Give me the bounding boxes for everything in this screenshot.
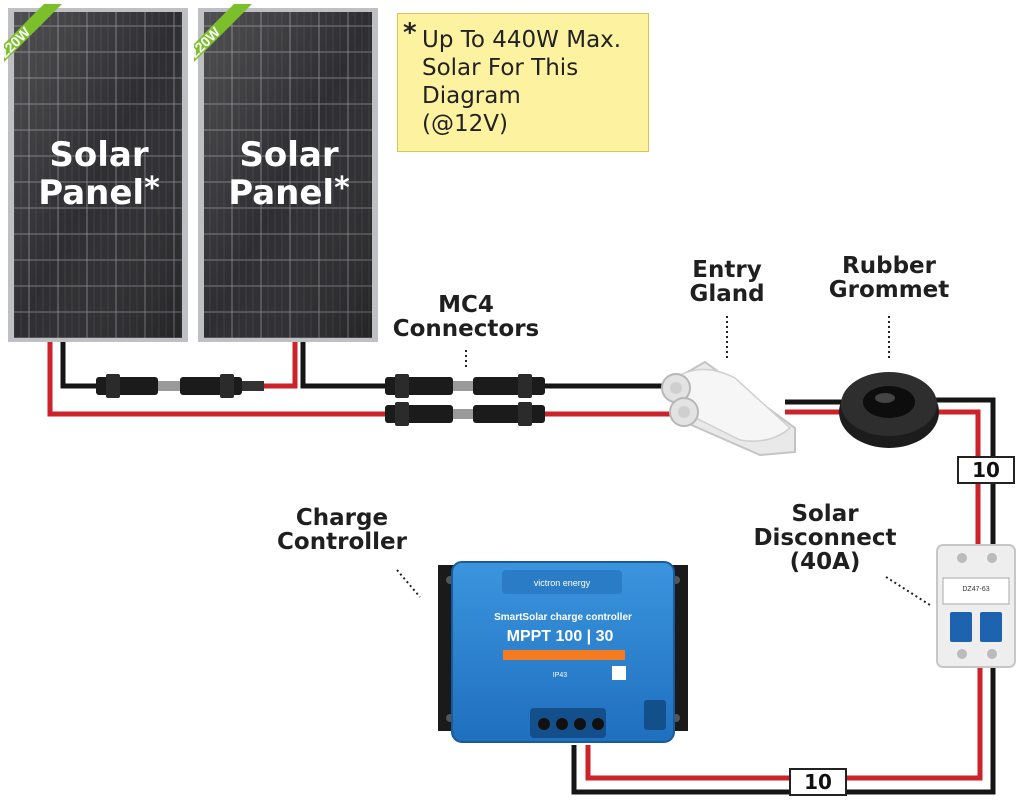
panel1-positive-wire [47, 342, 385, 417]
solar-disconnect-breaker: DZ47-63 [936, 544, 1016, 668]
negative-to-controller [571, 665, 996, 795]
solar-panel-1 [8, 8, 188, 342]
note-line: Up To 440W Max. [422, 27, 622, 53]
max-solar-note: * Up To 440W Max. Solar For This Diagram… [397, 13, 649, 152]
leader-lines [396, 316, 931, 606]
note-asterisk: * [403, 18, 417, 48]
solar-disconnect-label-line1: Solar [791, 501, 859, 527]
charge-controller-label-line2: Controller [277, 529, 407, 556]
negative-to-disconnect [935, 397, 996, 545]
solar-disconnect-label-line3: (40A) [789, 549, 861, 576]
mc4-connector-pair-bottom [385, 402, 545, 426]
rubber-grommet [839, 372, 939, 448]
charge-controller-label: Charge Controller [262, 506, 422, 554]
panel2-negative-wire [300, 342, 385, 389]
entry-gland-label-line1: Entry [692, 257, 762, 283]
controller-model: MPPT 100 | 30 [507, 628, 614, 645]
mc4-connectors-label: MC4 Connectors [376, 293, 556, 341]
wires [47, 342, 996, 795]
note-line: Diagram [422, 83, 521, 109]
charge-controller: victron energy SmartSolar charge control… [438, 561, 688, 743]
solar-panel-1-label: Solar Panel* [24, 136, 174, 212]
solar-disconnect-label: Solar Disconnect (40A) [745, 501, 905, 576]
mc4-label-line1: MC4 [438, 292, 494, 318]
wire-gauge-bottom: 10 [789, 768, 847, 796]
wire-gauge-disconnect: 10 [957, 456, 1015, 484]
mc4-connector-pair-left [96, 374, 264, 398]
charge-controller-label-line1: Charge [295, 505, 389, 531]
solar-disconnect-label-line2: Disconnect [753, 525, 897, 552]
panel2-label-line2: Panel [228, 173, 335, 213]
controller-product-line: SmartSolar charge controller [494, 612, 632, 623]
panel2-asterisk: * [334, 171, 350, 206]
panel2-label-line1: Solar [239, 135, 339, 175]
panel1-label-line1: Solar [49, 135, 149, 175]
rubber-grommet-label-line2: Grommet [828, 277, 950, 304]
positive-to-controller [585, 665, 983, 781]
note-line: Solar For This [422, 55, 579, 81]
note-line: (@12V) [422, 111, 508, 137]
entry-gland [661, 360, 796, 457]
controller-ip-rating: IP43 [553, 672, 568, 679]
rubber-grommet-label-line1: Rubber [842, 253, 936, 279]
entry-gland-label: Entry Gland [662, 258, 792, 306]
panel1-label-line2: Panel [38, 173, 145, 213]
breaker-model-text: DZ47-63 [962, 586, 989, 593]
mc4-connector-pair-top [385, 374, 545, 398]
entry-gland-label-line2: Gland [689, 281, 765, 308]
mc4-label-line2: Connectors [392, 316, 540, 343]
rubber-grommet-label: Rubber Grommet [814, 254, 964, 302]
solar-panel-2-label: Solar Panel* [214, 136, 364, 212]
solar-panel-2 [198, 8, 378, 342]
positive-to-disconnect [935, 409, 981, 545]
panel2-positive-wire [262, 342, 298, 389]
panel1-asterisk: * [144, 171, 160, 206]
controller-brand: victron energy [534, 578, 591, 588]
panel1-negative-wire [60, 342, 100, 389]
